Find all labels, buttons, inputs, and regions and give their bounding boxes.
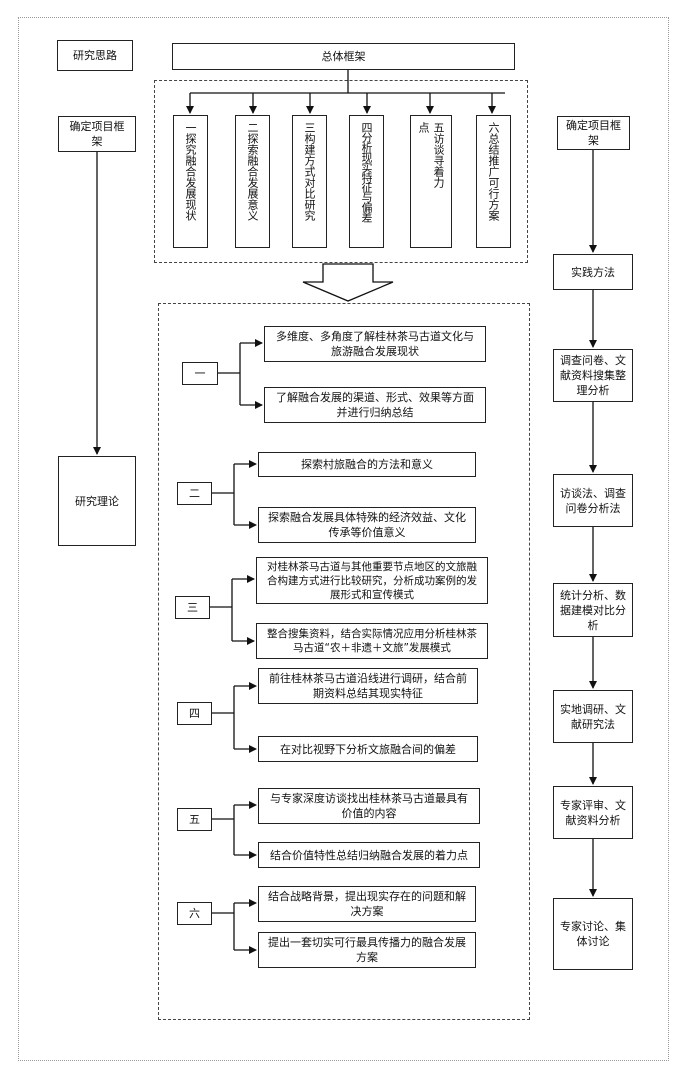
framework-column: 二探索融合发展意义: [235, 115, 270, 248]
framework-column-label: 二探索融合发展意义: [246, 122, 259, 221]
right-step: 调查问卷、文献资料搜集整理分析: [553, 349, 633, 402]
section-item: 与专家深度访谈找出桂林茶马古道最具有价值的内容: [258, 788, 480, 824]
framework-container: [154, 80, 528, 263]
section-item: 对桂林茶马古道与其他重要节点地区的文旅融合构建方式进行比较研究，分析成功案例的发…: [256, 557, 488, 604]
framework-title: 总体框架: [172, 43, 515, 70]
framework-column-label: 五访谈寻着力点: [417, 122, 445, 188]
section-item: 结合战略背景，提出现实存在的问题和解决方案: [258, 886, 476, 922]
right-step: 实地调研、文献研究法: [553, 690, 633, 743]
down-arrow-icon: [302, 263, 394, 302]
framework-column-label: 一探究融合发展现状: [184, 122, 197, 221]
right-step: 专家评审、文献资料分析: [553, 786, 633, 839]
framework-column-label: 四分析现实特征与偏差: [360, 122, 373, 222]
section-item: 多维度、多角度了解桂林茶马古道文化与旅游融合发展现状: [264, 326, 486, 362]
section-item: 整合搜集资料，结合实际情况应用分析桂林茶马古道“农＋非遗＋文旅”发展模式: [256, 623, 488, 659]
section-item: 探索村旅融合的方法和意义: [258, 452, 476, 477]
research-approach-title: 研究思路: [57, 40, 133, 71]
framework-column: 六总结推广可行方案: [476, 115, 511, 248]
section-item: 在对比视野下分析文旅融合间的偏差: [258, 736, 478, 762]
right-step: 确定项目框架: [557, 116, 630, 150]
right-step: 统计分析、数据建模对比分析: [553, 583, 633, 637]
right-step: 实践方法: [553, 254, 633, 290]
framework-column-label: 三构建方式对比研究: [303, 122, 316, 221]
section-number: 一: [182, 362, 218, 385]
section-item: 前往桂林茶马古道沿线进行调研，结合前期资料总结其现实特征: [258, 668, 478, 704]
framework-column: 三构建方式对比研究: [292, 115, 327, 248]
right-step: 专家讨论、集体讨论: [553, 898, 633, 970]
section-number: 三: [175, 596, 210, 619]
section-item: 结合价值特性总结归纳融合发展的着力点: [258, 842, 480, 868]
page-frame: [18, 17, 669, 1061]
research-theory-box: 研究理论: [58, 456, 136, 546]
section-number: 五: [177, 808, 212, 831]
section-item: 探索融合发展具体特殊的经济效益、文化传承等价值意义: [258, 507, 476, 543]
right-step: 访谈法、调查问卷分析法: [553, 474, 633, 527]
section-number: 二: [177, 482, 212, 505]
section-number: 四: [177, 702, 212, 725]
framework-column-label: 六总结推广可行方案: [487, 122, 500, 221]
section-number: 六: [177, 902, 212, 925]
left-framework-box: 确定项目框架: [58, 116, 136, 152]
section-item: 了解融合发展的渠道、形式、效果等方面并进行归纳总结: [264, 387, 486, 423]
section-item: 提出一套切实可行最具传播力的融合发展方案: [258, 932, 476, 968]
framework-column: 四分析现实特征与偏差: [349, 115, 384, 248]
framework-column: 一探究融合发展现状: [173, 115, 208, 248]
sections-container: [158, 303, 530, 1020]
framework-column: 五访谈寻着力点: [410, 115, 452, 248]
